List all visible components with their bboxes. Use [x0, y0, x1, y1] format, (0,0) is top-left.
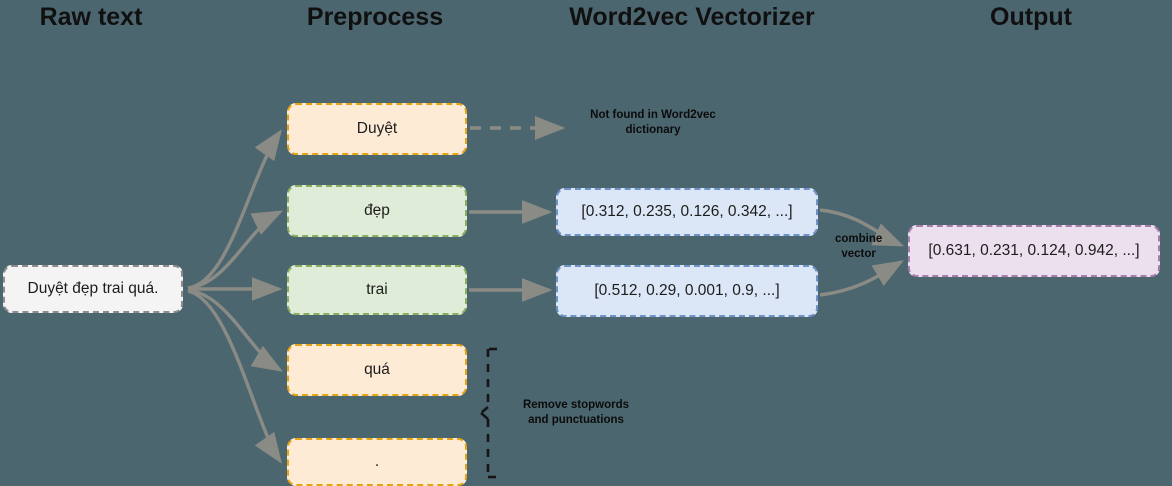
raw-text-node: Duyệt đẹp trai quá.	[3, 265, 183, 313]
edge-raw-to-duyet	[187, 129, 282, 290]
column-title-word2vec-vectorizer: Word2vec Vectorizer	[569, 3, 815, 31]
edge-raw-to-dep	[187, 210, 284, 290]
annotation-combine-vector: combine vector	[835, 233, 883, 260]
stopword-brace	[480, 347, 497, 479]
column-title-raw-text: Raw text	[39, 3, 143, 31]
annotation-remove-stopwords: Remove stopwords and punctuations	[522, 399, 630, 426]
token-node-punctuation: .	[287, 438, 467, 486]
vector-node-trai: [0.512, 0.29, 0.001, 0.9, ...]	[556, 265, 818, 317]
annotation-not-found-in-dictionary: Not found in Word2vec dictionary	[590, 109, 716, 136]
token-node-dep: đẹp	[287, 185, 467, 237]
token-node-qua: quá	[287, 344, 467, 396]
edge-raw-to-qua	[187, 288, 283, 372]
vector-node-dep: [0.312, 0.235, 0.126, 0.342, ...]	[556, 188, 818, 236]
output-vector-node: [0.631, 0.231, 0.124, 0.942, ...]	[908, 225, 1160, 277]
edge-raw-to-dot	[187, 289, 282, 464]
edge-vector2-to-output	[819, 260, 904, 297]
token-node-duyet: Duyệt	[287, 103, 467, 155]
column-title-output: Output	[990, 3, 1072, 31]
column-title-preprocess: Preprocess	[306, 3, 444, 31]
token-node-trai: trai	[287, 265, 467, 315]
